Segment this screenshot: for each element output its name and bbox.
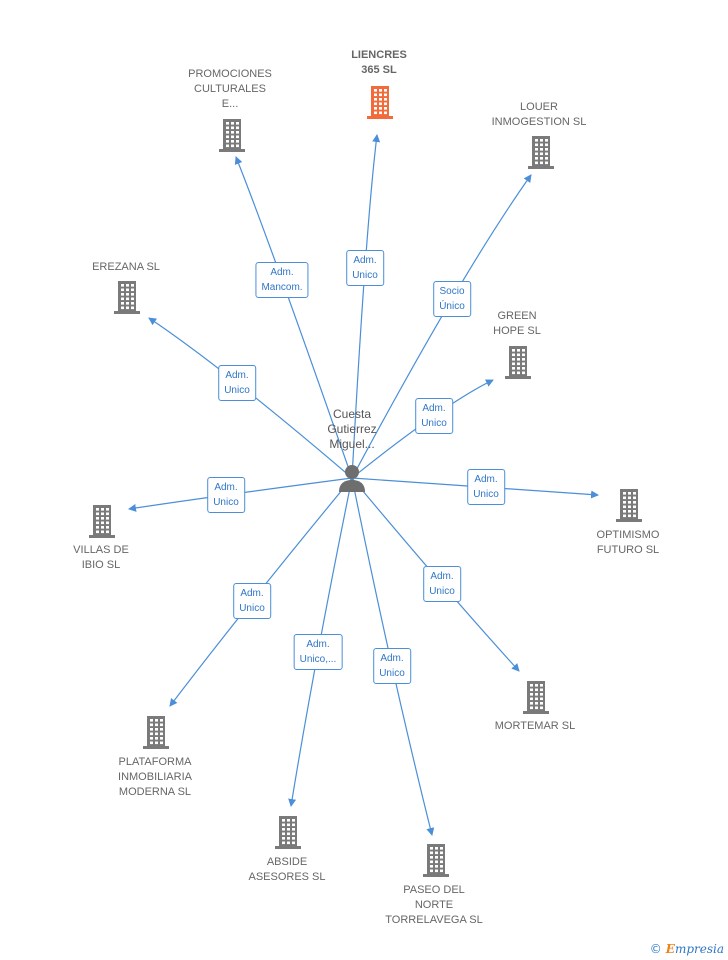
company-label[interactable]: LOUER INMOGESTION SL: [491, 101, 587, 128]
relation-label[interactable]: Adm. Unico: [467, 469, 505, 505]
building-icon: [423, 844, 449, 877]
relation-label[interactable]: Adm. Unico: [218, 365, 256, 401]
company-label[interactable]: PASEO DEL NORTE TORRELAVEGA SL: [385, 884, 483, 926]
company-label[interactable]: OPTIMISMO FUTURO SL: [596, 529, 660, 556]
relation-label[interactable]: Socio Único: [433, 281, 471, 317]
relation-label[interactable]: Adm. Unico,...: [293, 634, 343, 670]
company-label[interactable]: ABSIDE ASESORES SL: [248, 856, 326, 883]
relation-label[interactable]: Adm. Unico: [415, 398, 453, 434]
company-label[interactable]: LIENCRES 365 SL: [351, 49, 407, 76]
building-icon: [219, 119, 245, 152]
building-icon: [528, 136, 554, 169]
relation-label[interactable]: Adm. Unico: [233, 583, 271, 619]
company-label[interactable]: GREEN HOPE SL: [493, 310, 541, 337]
relation-label[interactable]: Adm. Unico: [423, 566, 461, 602]
building-icon: [275, 816, 301, 849]
building-icon: [523, 681, 549, 714]
center-person-label: Cuesta Gutierrez Miguel...: [327, 407, 377, 451]
copyright-symbol: ©: [649, 942, 662, 956]
relation-label[interactable]: Adm. Unico: [373, 648, 411, 684]
building-icon: [367, 86, 393, 119]
company-label[interactable]: VILLAS DE IBIO SL: [73, 544, 129, 571]
company-label[interactable]: PROMOCIONES CULTURALES E...: [188, 68, 272, 110]
relation-label[interactable]: Adm. Mancom.: [255, 262, 309, 298]
brand-initial: E: [665, 942, 675, 956]
company-label[interactable]: MORTEMAR SL: [494, 720, 576, 732]
person-icon: [339, 465, 365, 492]
building-icon: [616, 489, 642, 522]
building-icon: [505, 346, 531, 379]
company-label[interactable]: EREZANA SL: [92, 261, 160, 273]
building-icon: [143, 716, 169, 749]
brand-footer: ©Empresia: [650, 942, 724, 956]
building-icon: [114, 281, 140, 314]
company-label[interactable]: PLATAFORMA INMOBILIARIA MODERNA SL: [118, 756, 192, 798]
relation-label[interactable]: Adm. Unico: [207, 477, 245, 513]
brand-name: mpresia: [674, 942, 724, 956]
relation-label[interactable]: Adm. Unico: [346, 250, 384, 286]
building-icon: [89, 505, 115, 538]
